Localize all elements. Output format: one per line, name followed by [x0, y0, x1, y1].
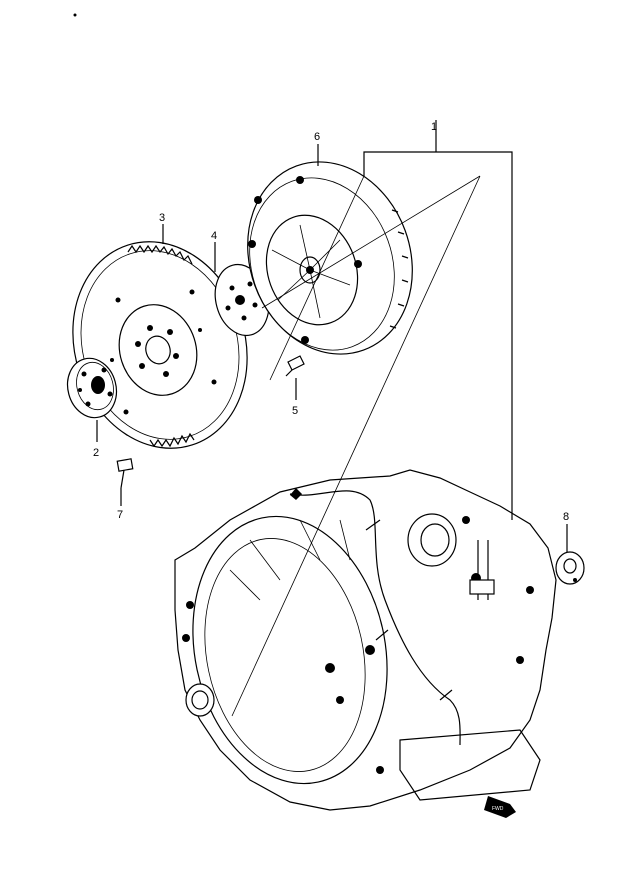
- gasket-8: [555, 551, 585, 585]
- adapter-plate: [66, 357, 118, 419]
- forward-arrow-icon: FWD: [484, 796, 516, 818]
- callout-2: 2: [93, 447, 99, 459]
- bolt-5: [285, 355, 305, 377]
- callout-5: 5: [292, 405, 298, 417]
- callout-8: 8: [563, 511, 569, 523]
- callout-1: 1: [431, 121, 437, 133]
- callout-6: 6: [314, 131, 320, 143]
- torque-converter: [247, 161, 413, 355]
- bolt-7: [116, 458, 134, 489]
- forward-marker-label: FWD: [492, 806, 504, 812]
- callout-4: 4: [211, 230, 217, 242]
- callout-3: 3: [159, 212, 165, 224]
- callout-1-bracket: [231, 120, 513, 717]
- transaxle-housing: [174, 469, 557, 811]
- flywheel: [72, 241, 248, 449]
- callout-7: 7: [117, 509, 123, 521]
- stray-dot: [73, 13, 77, 17]
